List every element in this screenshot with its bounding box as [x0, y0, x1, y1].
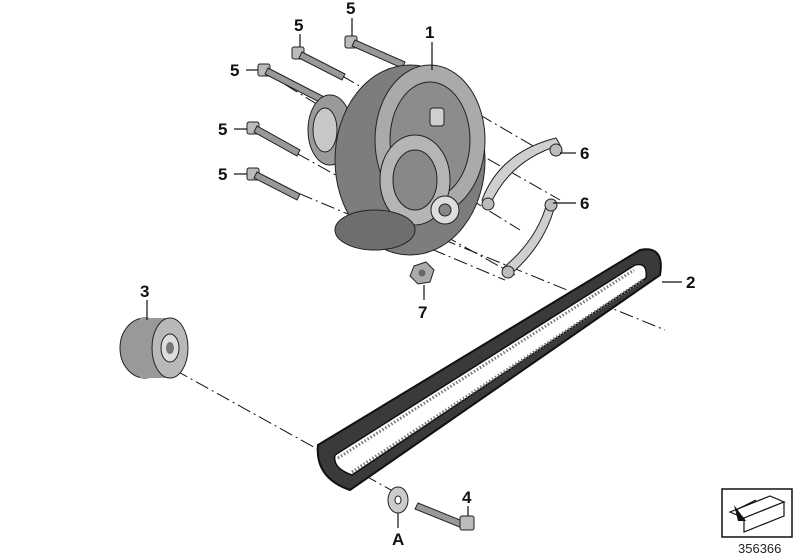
callout-A: A: [392, 530, 404, 549]
callout-4: 4: [462, 488, 472, 507]
bolt: [344, 35, 406, 69]
callout-7: 7: [418, 303, 427, 322]
arrow-page-icon: [728, 495, 786, 533]
callout-5: 5: [230, 61, 239, 80]
callout-1: 1: [425, 23, 434, 42]
mounting-bolts: [246, 35, 406, 201]
callout-6: 6: [580, 144, 589, 163]
retaining-brackets: [481, 137, 563, 279]
callout-5: 5: [294, 16, 303, 35]
nut: [409, 261, 435, 285]
callout-5: 5: [218, 120, 227, 139]
pulley-bolt: [414, 502, 475, 531]
drive-hub-assembly: [307, 64, 486, 256]
belt-pulley: [119, 317, 189, 379]
washer: [387, 486, 409, 514]
document-number: 356366: [738, 541, 781, 556]
callout-6: 6: [580, 194, 589, 213]
callout-5: 5: [218, 165, 227, 184]
callout-labels: 1 2 3 4 5 5 5 5 5 6 6 7 A: [140, 0, 695, 549]
callout-3: 3: [140, 282, 149, 301]
toothed-belt: [316, 248, 662, 492]
bolt: [291, 46, 346, 81]
callout-2: 2: [686, 273, 695, 292]
callout-5: 5: [346, 0, 355, 18]
bolt: [246, 121, 301, 157]
bolt: [246, 167, 301, 201]
callout-leader-lines: [146, 18, 682, 528]
nav-box[interactable]: [721, 488, 793, 538]
